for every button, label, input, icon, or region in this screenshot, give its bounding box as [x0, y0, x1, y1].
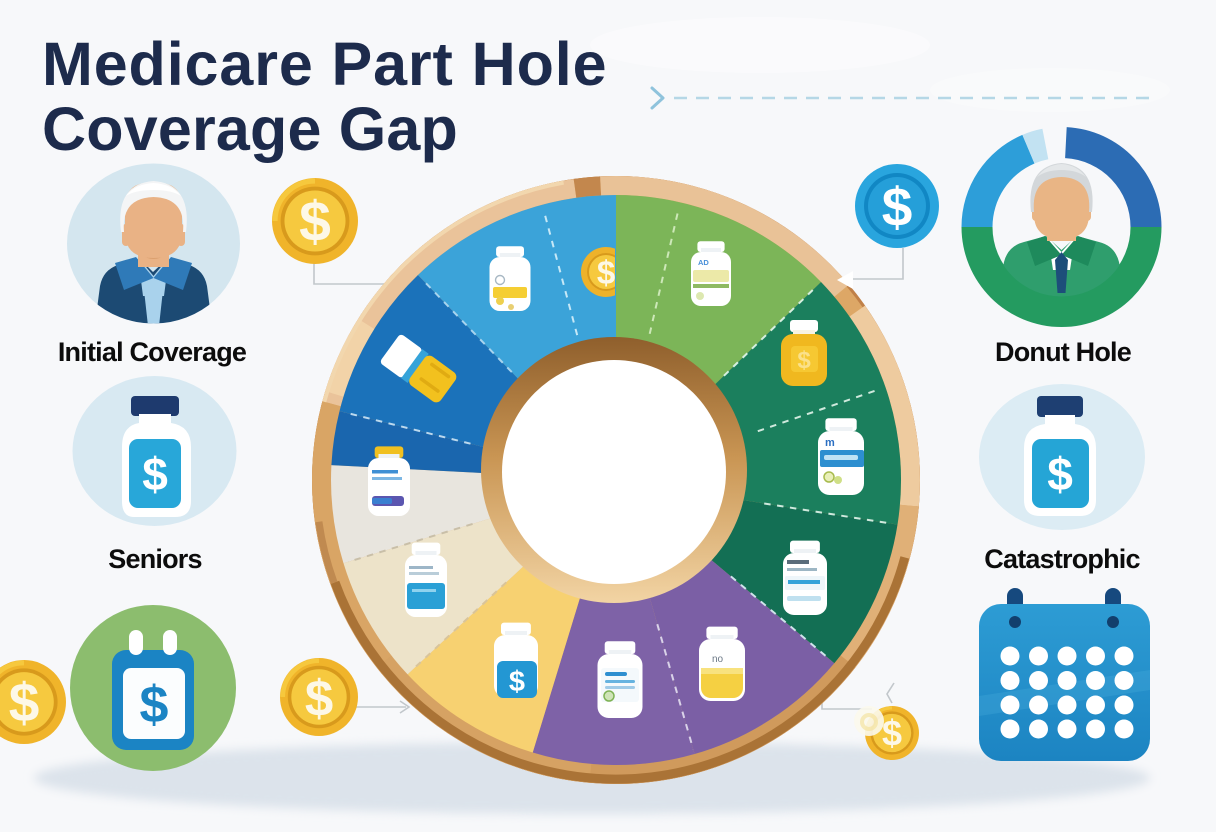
svg-text:Catastrophic: Catastrophic: [984, 544, 1140, 574]
svg-text:$: $: [597, 254, 615, 291]
svg-text:$: $: [9, 672, 40, 734]
svg-text:Medicare Part Hole: Medicare Part Hole: [42, 30, 607, 98]
svg-text:$: $: [142, 448, 168, 500]
svg-text:AD: AD: [698, 258, 709, 267]
svg-text:$: $: [305, 669, 333, 726]
svg-text:$: $: [882, 176, 913, 238]
svg-text:$: $: [797, 347, 811, 374]
svg-text:m: m: [825, 437, 835, 449]
svg-text:$: $: [299, 190, 331, 254]
svg-text:$: $: [882, 713, 902, 754]
svg-text:Initial Coverage: Initial Coverage: [58, 337, 247, 367]
svg-text:Coverage Gap: Coverage Gap: [42, 95, 458, 163]
svg-text:no: no: [712, 654, 724, 665]
svg-text:Seniors: Seniors: [108, 544, 201, 574]
svg-text:$: $: [140, 676, 169, 734]
svg-text:$: $: [509, 666, 525, 698]
svg-text:$: $: [1047, 448, 1073, 500]
svg-text:Donut Hole: Donut Hole: [995, 337, 1132, 367]
